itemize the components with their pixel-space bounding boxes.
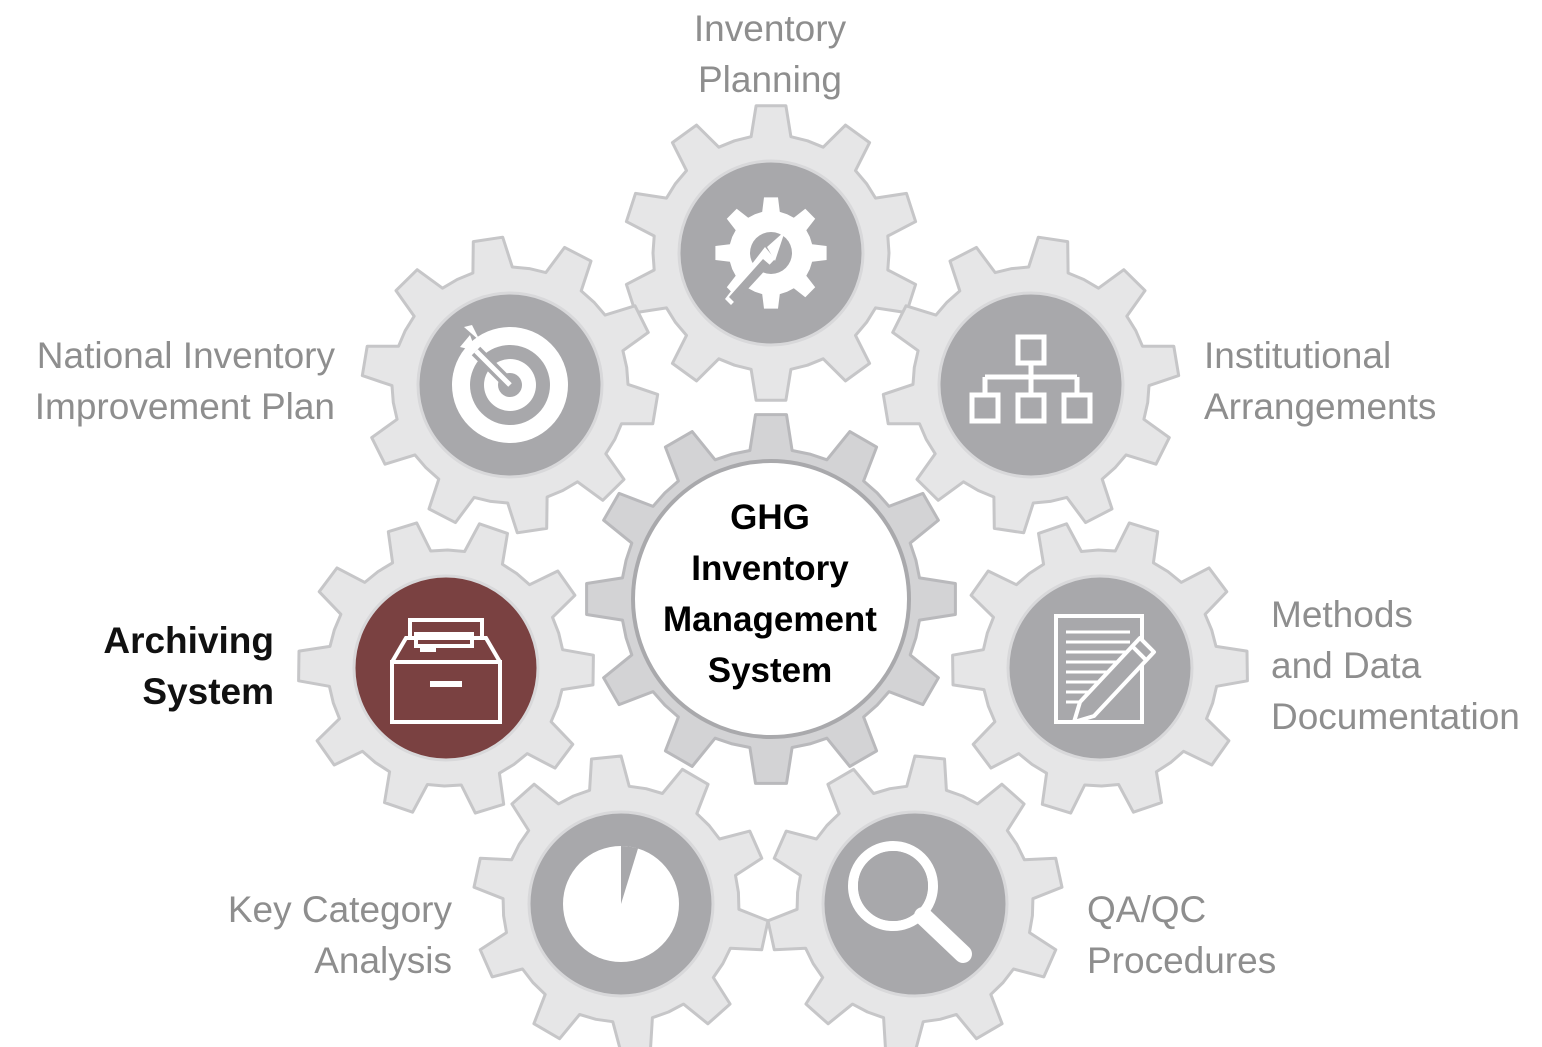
org-chart-icon [969, 334, 1093, 424]
file-box-icon [390, 618, 502, 724]
center-label-line: System [707, 651, 833, 690]
label-institutional-arrangements: Institutional Arrangements [1204, 335, 1437, 427]
label-inventory-planning: Inventory Planning [693, 8, 847, 100]
icon-circle [821, 810, 1009, 998]
label-archiving-system: Archiving System [103, 620, 274, 712]
label-key-category-analysis: Key Category Analysis [227, 889, 452, 981]
center-label-line: GHG [730, 498, 810, 537]
gear-qa-qc-procedures [766, 754, 1064, 1047]
label-methods-data-documentation: Methods and Data Documentation [1271, 594, 1520, 737]
icon-circle [352, 574, 540, 762]
gear-wrench-icon [715, 197, 827, 309]
pie-chart-icon [563, 845, 679, 962]
document-pencil-icon [1054, 614, 1156, 724]
target-icon [452, 325, 568, 443]
label-national-inventory-improvement-plan: National Inventory Improvement Plan [34, 335, 335, 427]
icon-circle [1006, 574, 1194, 762]
center-gear-layer [585, 413, 957, 785]
gear-methods-data-documentation [951, 521, 1249, 815]
center-circle [631, 459, 911, 739]
magnifier-icon [848, 841, 972, 963]
center-label-line: Inventory [691, 549, 849, 588]
center-label-line: Management [663, 600, 877, 639]
label-qa-qc-procedures: QA/QC Procedures [1087, 889, 1277, 981]
center-label: GHG Inventory Management System [640, 492, 900, 696]
gear-archiving-system [297, 521, 595, 815]
